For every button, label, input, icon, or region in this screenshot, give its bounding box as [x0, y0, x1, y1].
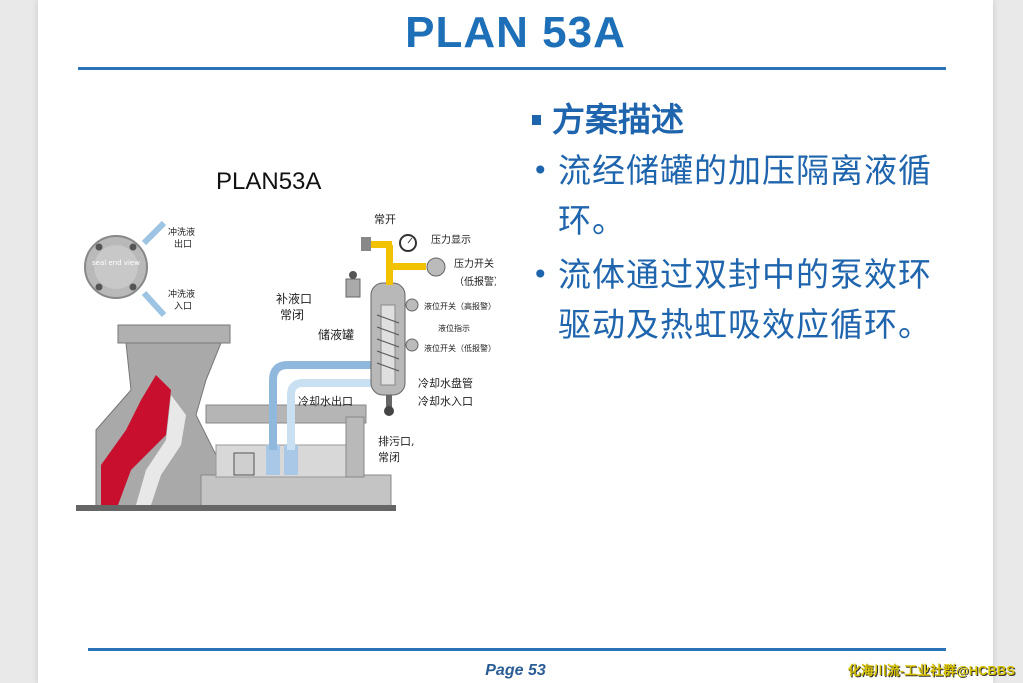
- figure-title: PLAN53A: [216, 168, 322, 195]
- square-bullet-icon: [532, 115, 541, 125]
- normally-open-label: 常开: [374, 213, 396, 226]
- flush-out-label-2: 出口: [174, 238, 192, 250]
- pressure-switch-label-2: （低报警）: [454, 275, 496, 288]
- page-number: Page 53: [485, 662, 546, 679]
- level-indicator-label: 液位指示: [438, 323, 470, 333]
- reservoir-label: 储液罐: [318, 327, 354, 342]
- slide: PLAN 53A PLAN53A seal end view 冲洗液 出口 冲洗…: [38, 0, 993, 683]
- cooling-coil-label: 冷却水盘管: [418, 376, 473, 390]
- description-panel: 方案描述 • 流经储罐的加压隔离液循环。 • 流体通过双封中的泵效环驱动及热虹吸…: [528, 98, 938, 350]
- fill-port-label-1: 补液口: [276, 291, 312, 306]
- flush-in-label-2: 入口: [174, 301, 192, 312]
- instrument-piping: [345, 234, 446, 352]
- flush-out-label-1: 冲洗液: [168, 226, 195, 238]
- drain-label-1: 排污口,: [378, 434, 415, 448]
- pressure-switch-label-1: 压力开关: [454, 257, 494, 270]
- watermark: 化海川流-工业社群@HCBBS: [847, 663, 1015, 678]
- fill-port-label-2: 常闭: [280, 308, 304, 322]
- pressure-gauge-label: 压力显示: [431, 233, 471, 246]
- cooling-out-label: 冷却水出口: [298, 394, 353, 408]
- title-divider: [78, 67, 946, 70]
- footer-divider: [88, 648, 946, 651]
- pump-casing: [76, 324, 396, 511]
- bullet-dot-icon: •: [532, 154, 550, 187]
- slide-title: PLAN 53A: [405, 8, 626, 57]
- seal-end-view: seal end view: [84, 220, 167, 318]
- bullet-item: • 流经储罐的加压隔离液循环。: [528, 146, 938, 246]
- plan53a-diagram: seal end view 冲洗液 出口 冲洗液 入口: [76, 213, 496, 511]
- description-heading: 方案描述: [528, 98, 938, 142]
- level-switch-high-label: 液位开关（高报警）: [424, 301, 496, 311]
- seal-view-label: seal end view: [92, 259, 140, 267]
- reservoir: [370, 282, 406, 416]
- flush-in-label-1: 冲洗液: [168, 288, 195, 300]
- bullet-text: 流经储罐的加压隔离液循环。: [558, 151, 932, 240]
- bullet-dot-icon: •: [532, 258, 550, 291]
- circulation-piping: [269, 361, 374, 450]
- drain-label-2: 常闭: [378, 451, 400, 464]
- level-switch-low-label: 液位开关（低报警）: [424, 343, 496, 353]
- cooling-in-label: 冷却水入口: [418, 395, 473, 408]
- bullet-text: 流体通过双封中的泵效环驱动及热虹吸效应循环。: [558, 255, 932, 344]
- description-heading-text: 方案描述: [552, 100, 684, 139]
- bullet-item: • 流体通过双封中的泵效环驱动及热虹吸效应循环。: [528, 250, 938, 350]
